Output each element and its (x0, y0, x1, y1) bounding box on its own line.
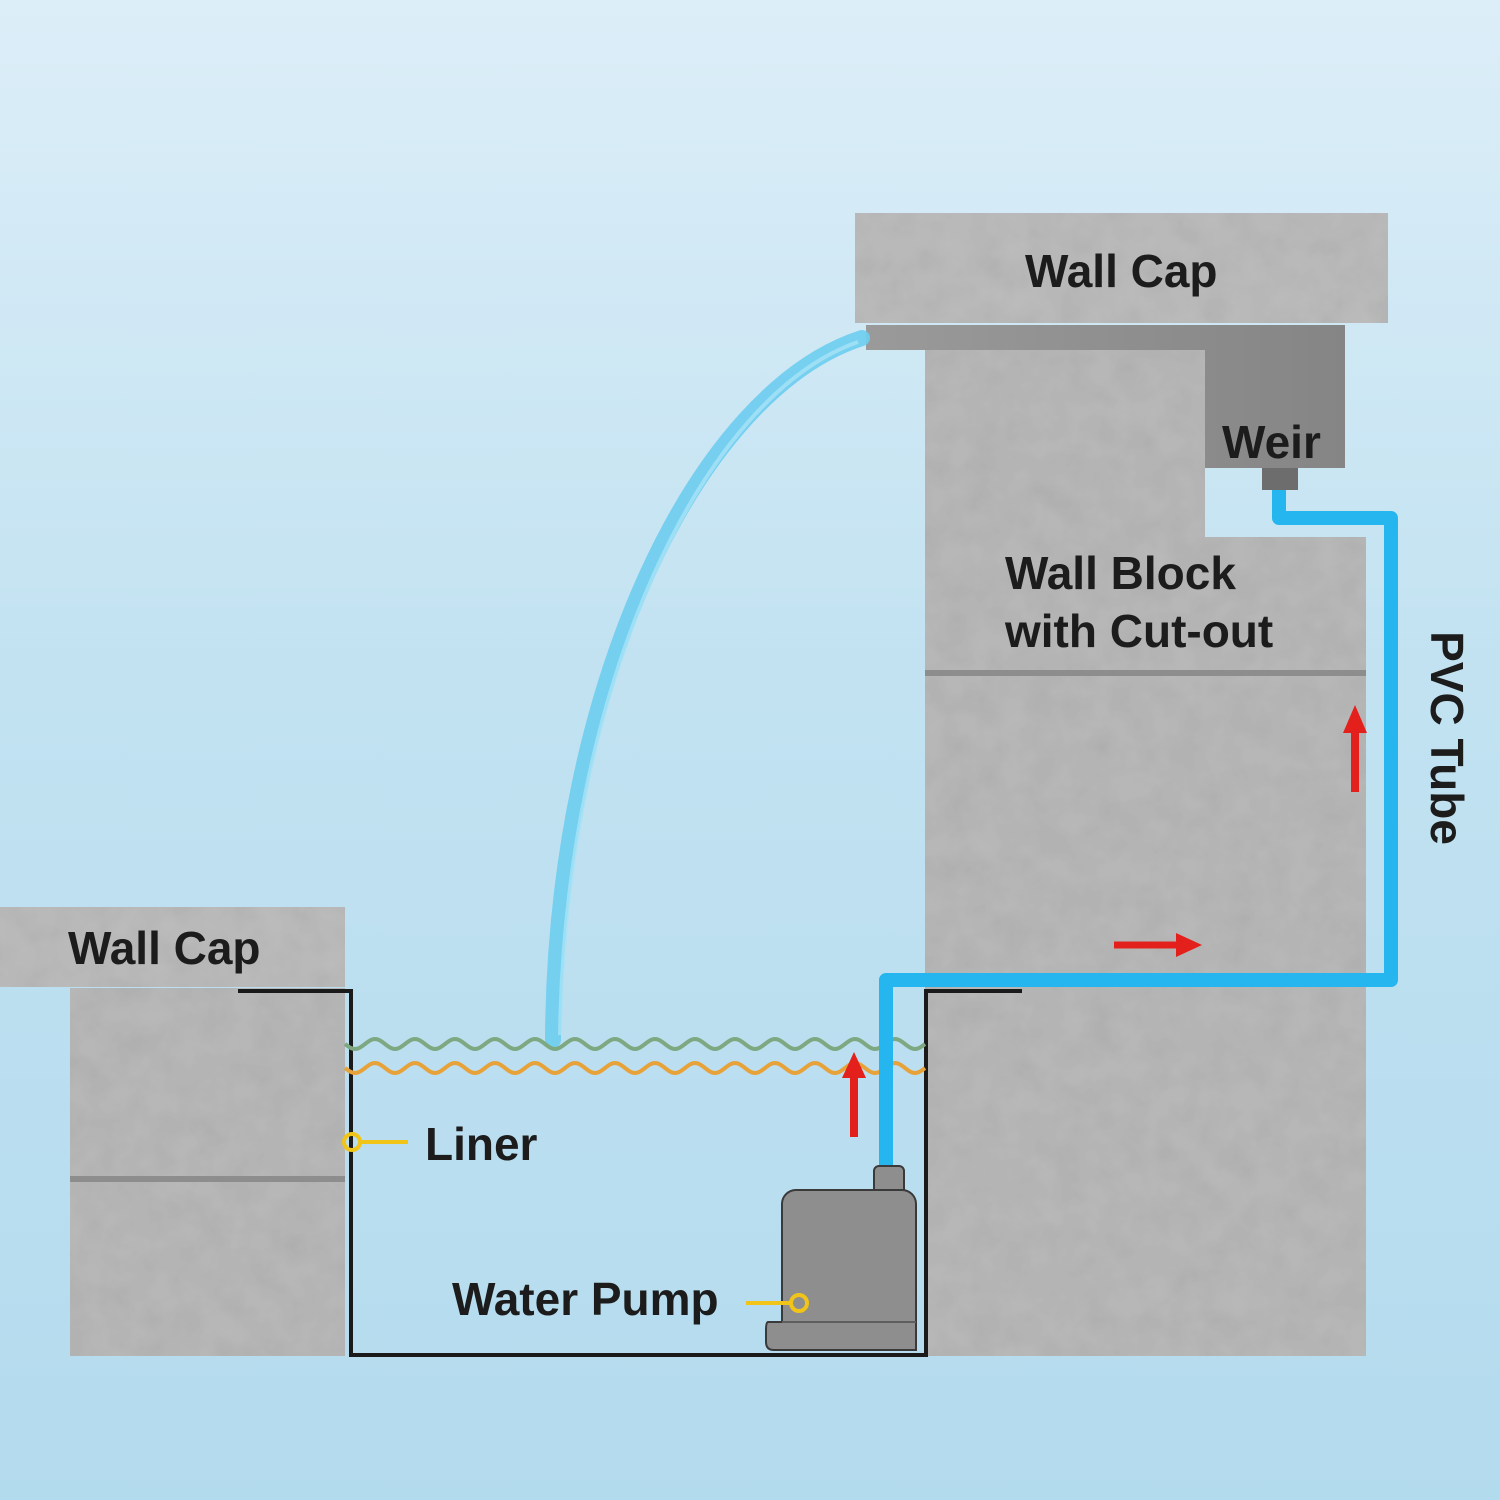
wall-block-label: Wall Block with Cut-out (1005, 544, 1273, 660)
wall-cap-right (855, 213, 1388, 323)
water-surface-wave-green (343, 1036, 927, 1052)
liner-label: Liner (425, 1118, 538, 1170)
wall-block-left-upper (70, 988, 345, 1176)
water-pump-leader (746, 1293, 809, 1313)
water-arc-highlight (558, 340, 859, 1036)
wall-block-label-line1: Wall Block (1005, 547, 1236, 599)
flow-arrow-up-pump (842, 1052, 866, 1137)
liner (238, 989, 1022, 1357)
wall-cap-left (0, 907, 345, 987)
wall-cap-right-label: Wall Cap (1025, 245, 1218, 297)
wall-cap-left-label: Wall Cap (68, 922, 261, 974)
pvc-tube-label: PVC Tube (1421, 631, 1473, 845)
water-pump-label: Water Pump (452, 1273, 719, 1325)
liner-leader (342, 1132, 408, 1152)
weir (866, 325, 1345, 468)
pvc-tube (879, 490, 1398, 1170)
water-arc (545, 330, 870, 1048)
wall-block-lower-right (925, 676, 1366, 1356)
wall-block-label-line2: with Cut-out (1005, 605, 1274, 657)
water-pump (765, 1165, 917, 1351)
wall-block-left-lower (70, 1182, 345, 1356)
flow-arrow-up-tube (1343, 705, 1367, 792)
water-surface-wave-orange (343, 1060, 927, 1076)
flow-arrow-right (1114, 933, 1202, 957)
weir-outlet (1262, 468, 1298, 490)
weir-label: Weir (1222, 416, 1321, 468)
